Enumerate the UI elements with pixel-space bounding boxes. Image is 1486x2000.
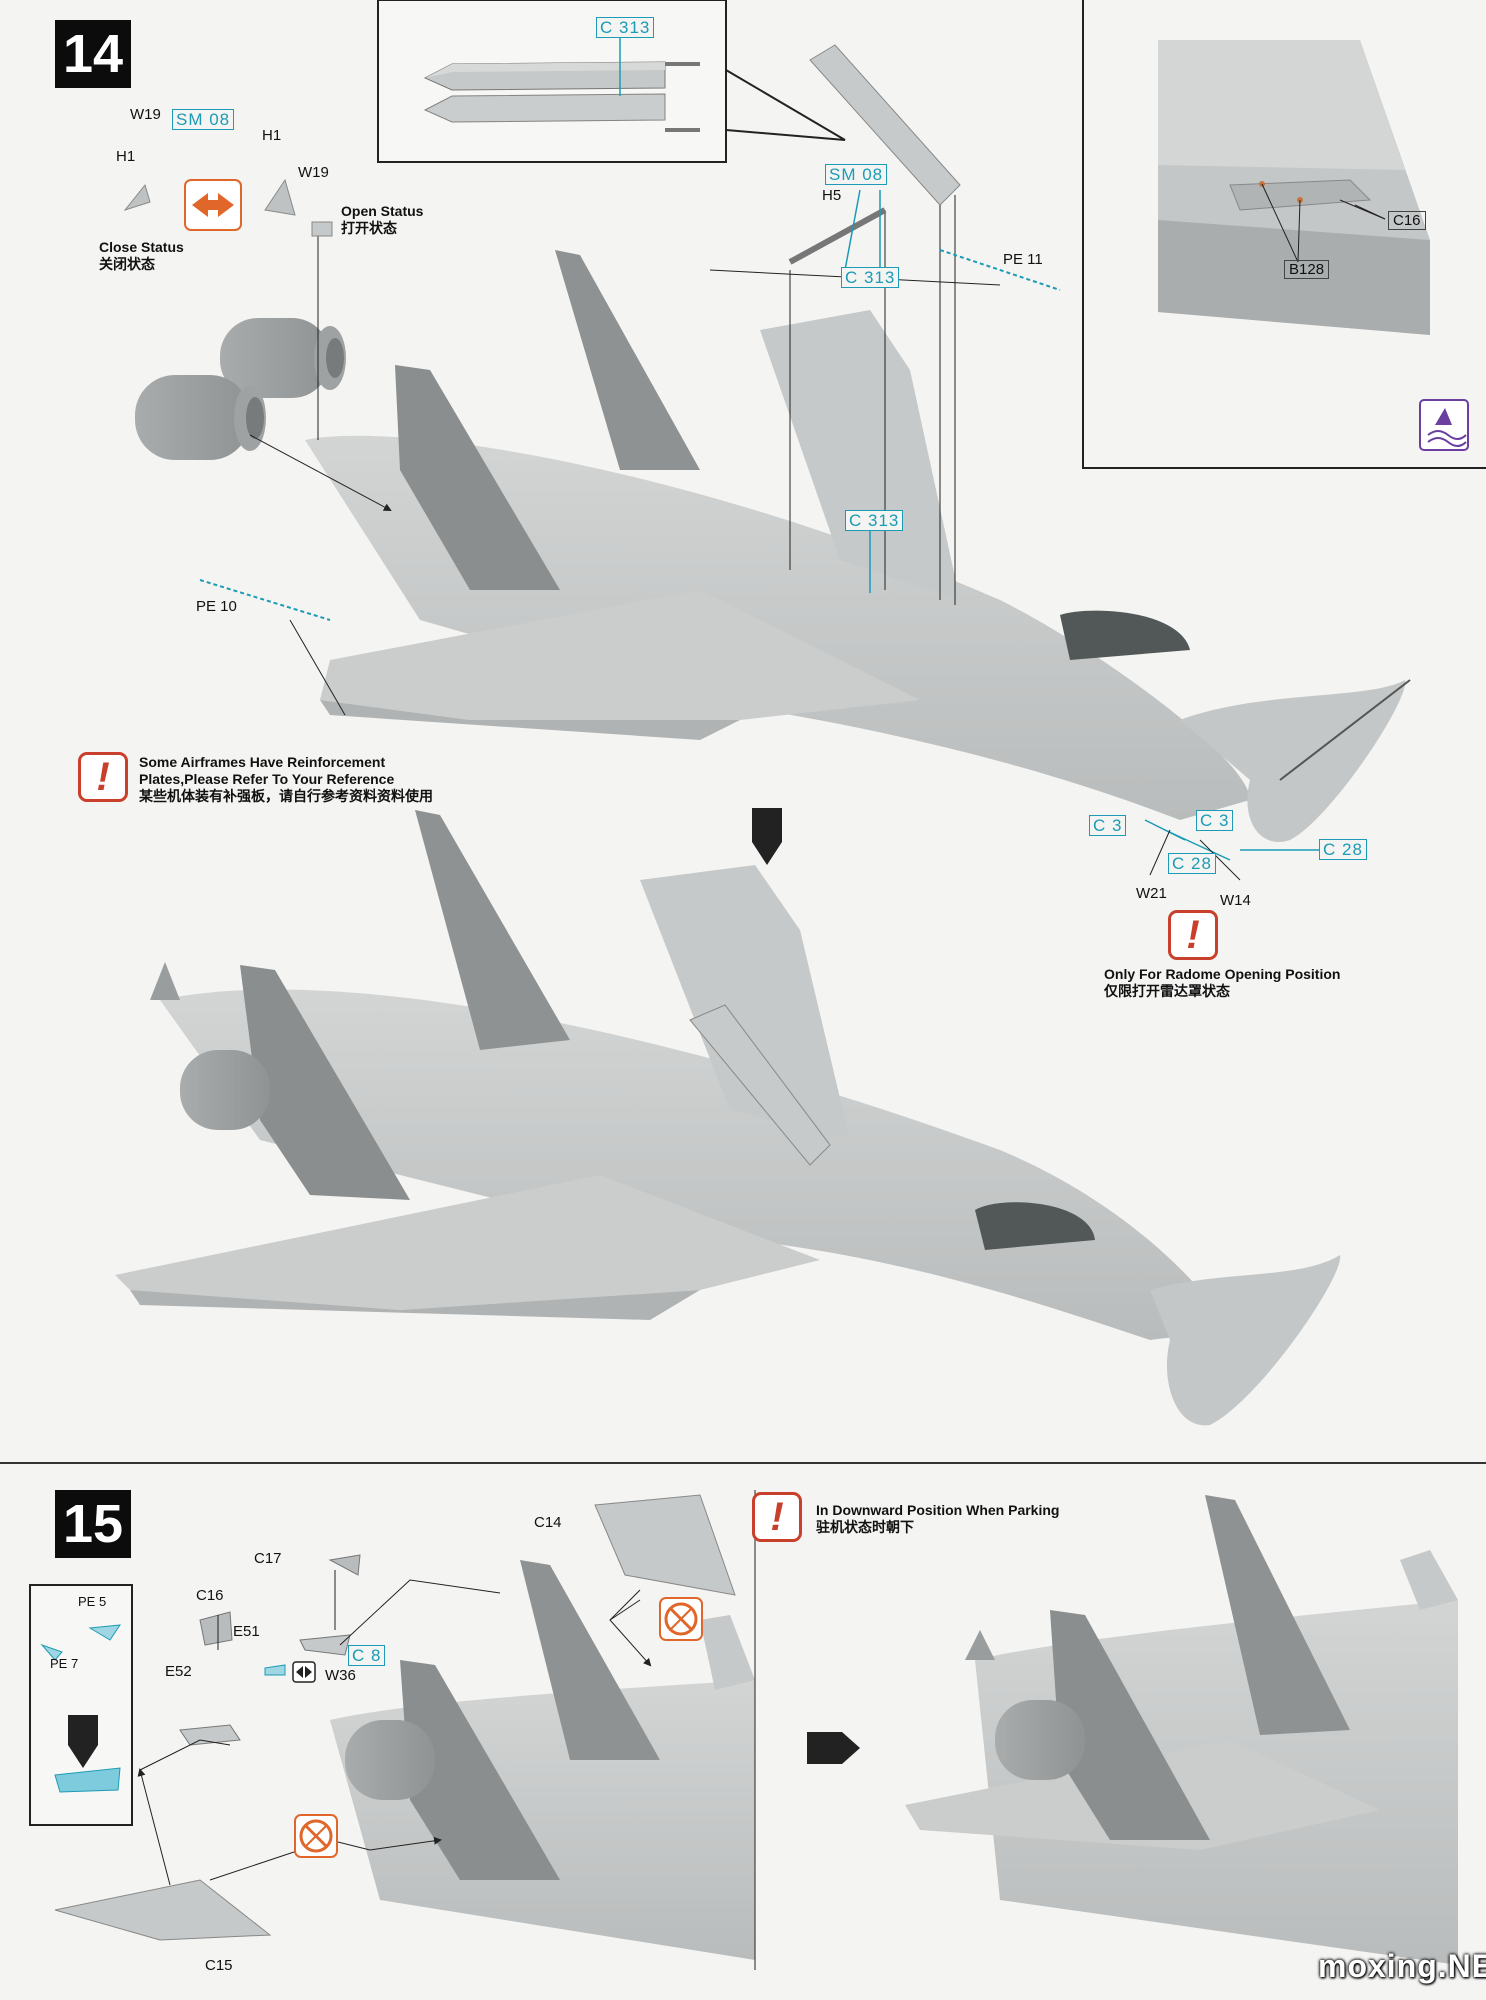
part-w14: W14	[1220, 892, 1251, 909]
part-c313-mid: C 313	[841, 267, 900, 288]
warning-icon-reinforcement: !	[78, 752, 128, 802]
part-w21: W21	[1136, 885, 1167, 902]
part-c28-left: C 28	[1168, 853, 1216, 874]
part-h1-left: H1	[116, 148, 136, 165]
part-c313-body: C 313	[845, 510, 904, 531]
double-arrow-icon	[184, 179, 242, 231]
part-w19-right: W19	[298, 164, 329, 181]
part-sm08-top: SM 08	[172, 109, 235, 130]
aircraft-step15-result	[905, 1495, 1458, 1965]
part-pe7: PE 7	[50, 1656, 79, 1671]
part-e51: E51	[233, 1623, 260, 1640]
no-glue-icon-1	[659, 1597, 703, 1641]
part-c3-left: C 3	[1089, 815, 1127, 836]
reinforcement-note: Some Airframes Have Reinforcement Plates…	[139, 754, 433, 804]
double-arrow-small-icon	[292, 1661, 316, 1683]
step-15-number: 15	[55, 1490, 131, 1558]
part-c17: C17	[254, 1550, 282, 1567]
part-pe5: PE 5	[78, 1594, 107, 1609]
part-c8: C 8	[348, 1645, 386, 1666]
part-c313-inset: C 313	[596, 17, 655, 38]
part-sm08-mid: SM 08	[825, 164, 888, 185]
part-h5: H5	[822, 187, 842, 204]
part-w19-top: W19	[130, 106, 161, 123]
part-h1-right: H1	[262, 127, 282, 144]
part-b128-inset: B128	[1284, 260, 1330, 279]
aircraft-step14-assembled	[115, 810, 1341, 1426]
aircraft-step15-exploded	[330, 1560, 755, 1960]
part-c16: C16	[196, 1587, 224, 1604]
part-w36: W36	[325, 1667, 356, 1684]
part-pe10: PE 10	[196, 598, 237, 615]
part-c28-right: C 28	[1319, 839, 1367, 860]
part-pe11: PE 11	[1003, 251, 1043, 268]
aircraft-step14-exploded	[305, 250, 1411, 842]
part-c15: C15	[205, 1957, 233, 1974]
step-14-number: 14	[55, 20, 131, 88]
watermark-logo: moxing.NET	[1318, 1948, 1486, 1984]
part-c16-inset: C16	[1388, 211, 1426, 230]
no-glue-icon-2	[294, 1814, 338, 1858]
part-c3-right: C 3	[1196, 810, 1234, 831]
warning-icon-parking: !	[752, 1492, 802, 1542]
warning-icon-radome: !	[1168, 910, 1218, 960]
part-c14: C14	[534, 1514, 562, 1531]
part-e52: E52	[165, 1663, 192, 1680]
